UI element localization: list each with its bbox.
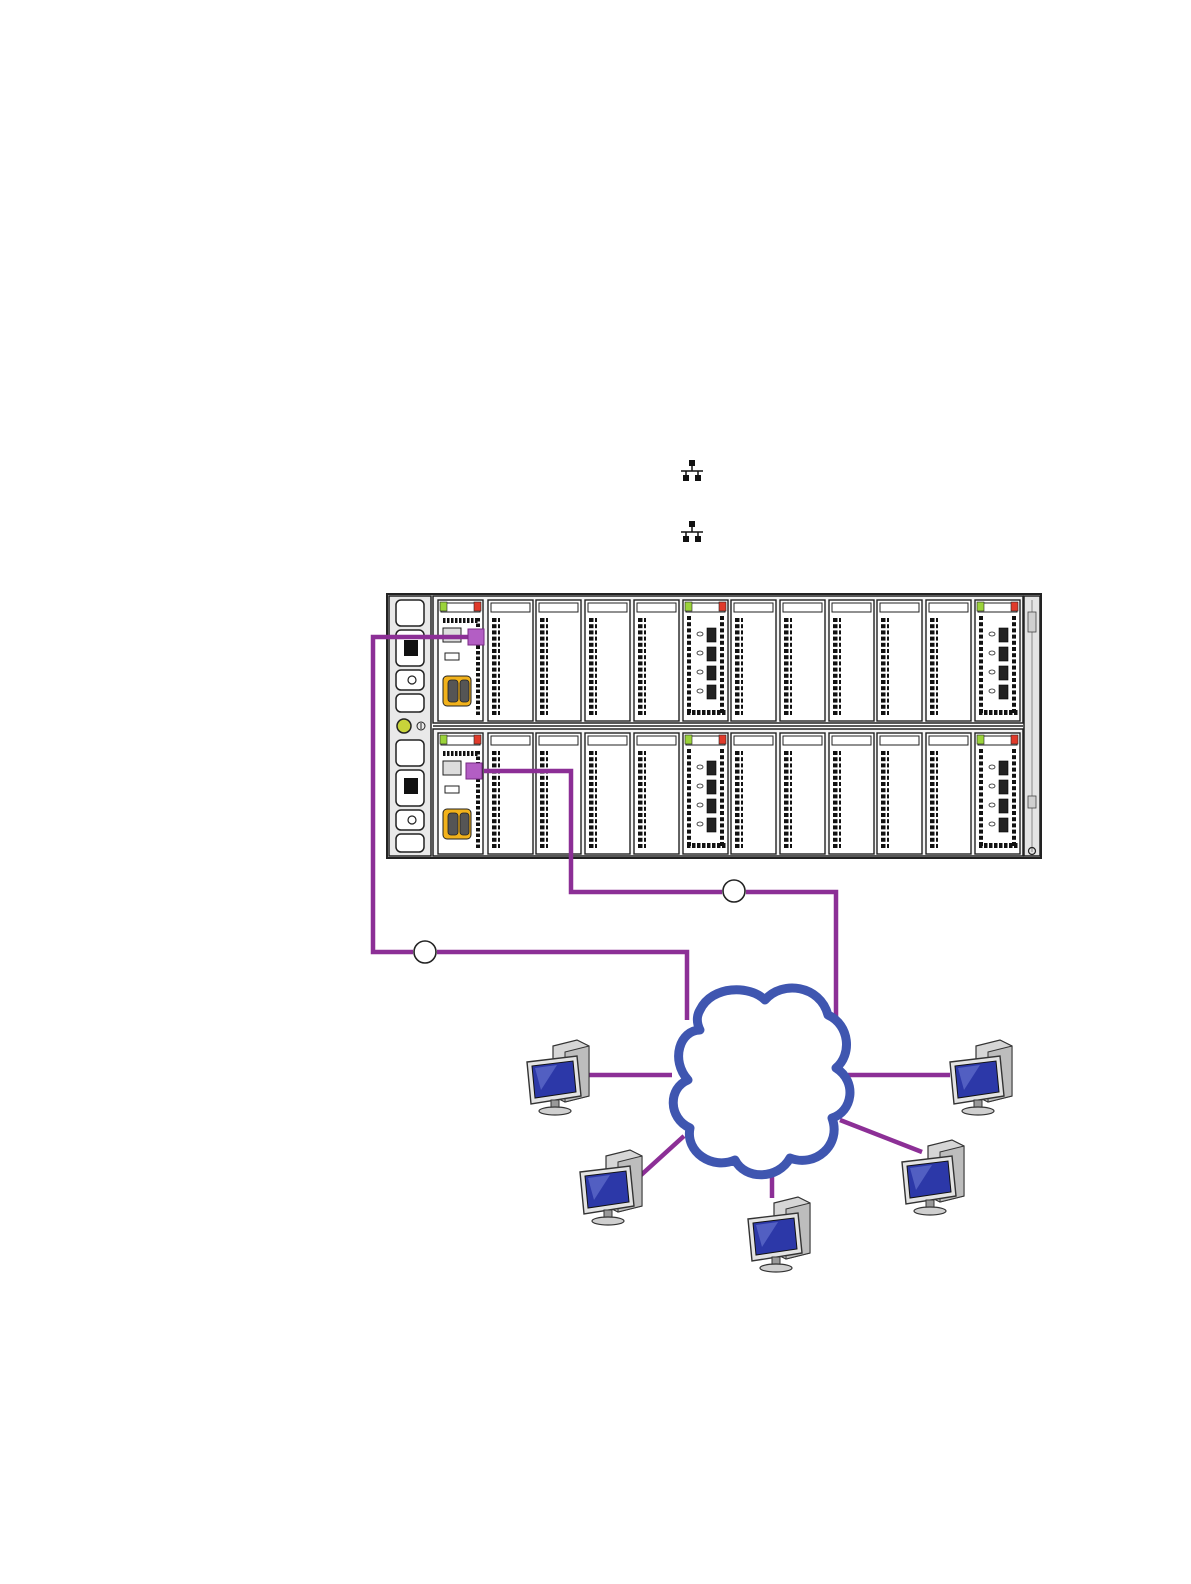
desktop-computer-icon xyxy=(580,1150,642,1225)
drive-slot xyxy=(731,733,776,854)
drive-slot xyxy=(829,600,874,721)
callout-circle xyxy=(414,941,436,963)
cable-host-2 xyxy=(640,1136,684,1176)
desktop-computer-icon xyxy=(527,1040,589,1115)
storage-chassis xyxy=(387,594,1041,858)
drive-slot xyxy=(585,733,630,854)
drive-slot xyxy=(877,600,922,721)
drive-slot xyxy=(926,600,971,721)
drive-slot xyxy=(488,600,533,721)
cable-host-4 xyxy=(840,1120,922,1152)
cable-controller-a-b xyxy=(437,952,687,1020)
drive-slot xyxy=(731,600,776,721)
network-cloud-icon xyxy=(673,988,850,1175)
right-rack-ear xyxy=(1024,596,1040,856)
drive-slot xyxy=(488,733,533,854)
drive-slot xyxy=(585,600,630,721)
controller-a-port xyxy=(468,629,484,645)
drive-slot xyxy=(829,733,874,854)
drive-slot xyxy=(975,733,1020,854)
desktop-computer-icon xyxy=(748,1197,810,1272)
drive-slot xyxy=(438,733,483,854)
drive-slot xyxy=(877,733,922,854)
drive-slot xyxy=(975,600,1020,721)
controller-b-port xyxy=(466,763,482,779)
drive-slot xyxy=(634,733,679,854)
drive-slot xyxy=(536,733,581,854)
callout-circle xyxy=(723,880,745,902)
desktop-computer-icon xyxy=(902,1140,964,1215)
drive-slot xyxy=(683,600,728,721)
drive-slot xyxy=(683,733,728,854)
drive-slot xyxy=(780,733,825,854)
drive-slot xyxy=(438,600,483,721)
desktop-computer-icon xyxy=(950,1040,1012,1115)
drive-slot xyxy=(634,600,679,721)
drive-slot xyxy=(780,600,825,721)
drive-slot xyxy=(926,733,971,854)
drive-slot xyxy=(536,600,581,721)
